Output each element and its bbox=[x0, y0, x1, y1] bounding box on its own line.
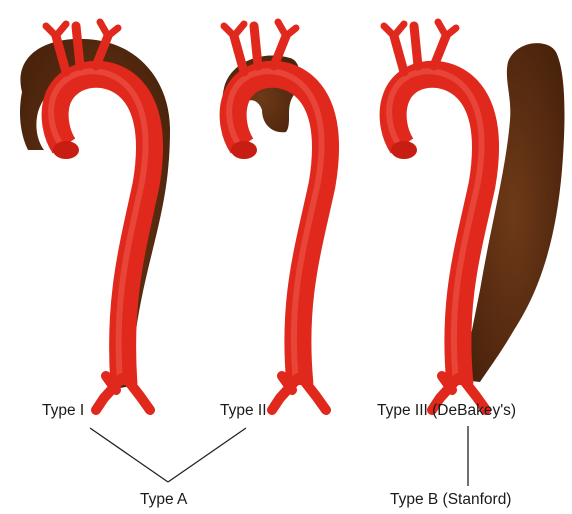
aorta-type-3 bbox=[384, 22, 564, 410]
aorta-type-1 bbox=[20, 22, 170, 410]
label-type-b: Type B (Stanford) bbox=[390, 492, 511, 508]
label-type-3: Type III (DeBakey's) bbox=[377, 403, 516, 419]
label-type-a: Type A bbox=[140, 492, 187, 508]
label-type-2: Type II bbox=[220, 403, 267, 419]
aorta-tube-type-1 bbox=[55, 74, 149, 385]
label-type-1: Type I bbox=[42, 403, 84, 419]
aorta-type-2 bbox=[222, 22, 326, 410]
type-a-connector bbox=[90, 428, 246, 482]
